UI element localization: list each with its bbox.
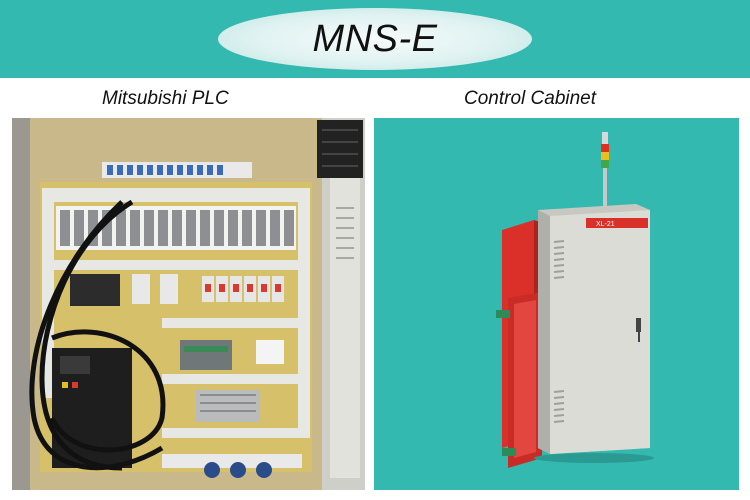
title-pill: MNS-E bbox=[218, 8, 532, 70]
plc-panel-photo bbox=[12, 118, 365, 490]
control-cabinet-photo: XL-21 bbox=[374, 118, 739, 490]
cabinet-caption: Control Cabinet bbox=[464, 88, 597, 109]
cabinet-label: XL-21 bbox=[596, 221, 615, 228]
header-banner: MNS-E bbox=[0, 0, 750, 78]
page-title: MNS-E bbox=[312, 17, 438, 60]
plc-caption: Mitsubishi PLC bbox=[102, 88, 229, 109]
